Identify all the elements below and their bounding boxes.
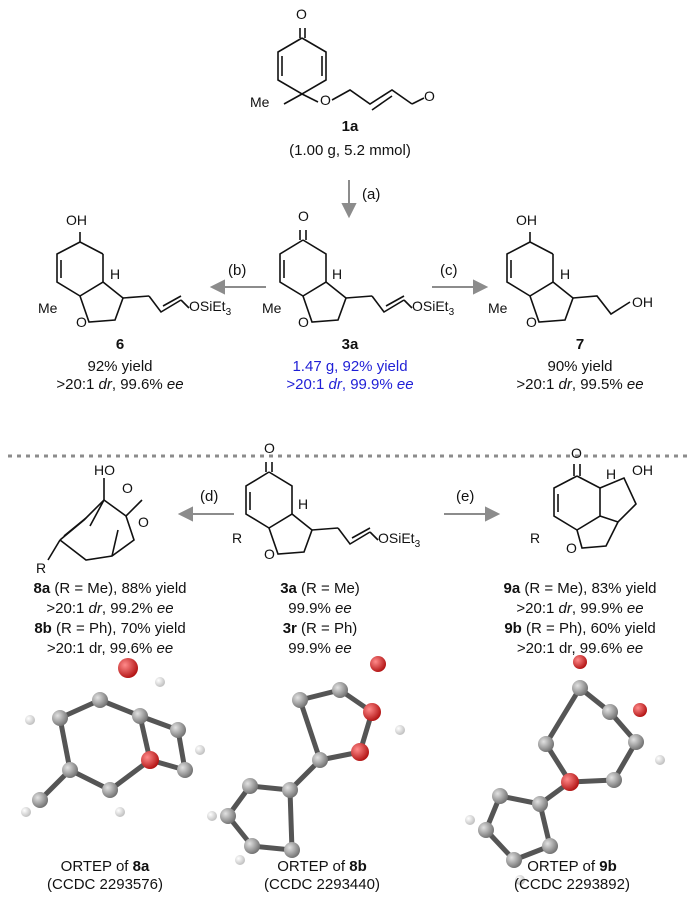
atom-label: O (138, 514, 149, 530)
structure-6 (56, 232, 190, 323)
atom-label: Me (38, 300, 58, 316)
ortep-caption-8a: ORTEP of 8a (60, 858, 150, 875)
compound-9b-selectivity: >20:1 dr, 99.6% ee (516, 640, 644, 657)
atom-label: H (298, 496, 309, 512)
atom-label: HO (94, 462, 115, 478)
ortep-9b-atoms (465, 655, 665, 885)
silyl-group-label: OSiEt3 (189, 298, 232, 318)
atom-label: O (76, 314, 87, 330)
compound-3a-selectivity: >20:1 dr, 99.9% ee (286, 376, 414, 393)
compound-3a-yield: 1.47 g, 92% yield (292, 358, 408, 375)
atom-label: O (320, 92, 331, 108)
atom-label: O (264, 546, 275, 562)
step-e-label: (e) (456, 488, 475, 505)
ortep-ccdc-8b: (CCDC 2293440) (264, 876, 380, 893)
ortep-caption-8b: ORTEP of 8b (277, 858, 367, 875)
atom-label: O (122, 480, 133, 496)
atom-label: O (526, 314, 537, 330)
compound-3a-label: 3a (341, 336, 359, 353)
structure-3a (279, 230, 413, 323)
atom-label: O (566, 540, 577, 556)
compound-3r-ee: 99.9% ee (288, 640, 352, 657)
atom-label: O (296, 6, 307, 22)
atom-label: O (571, 445, 582, 461)
atom-label: Me (262, 300, 282, 316)
step-b-label: (b) (228, 262, 247, 279)
compound-7-label: 7 (575, 336, 585, 353)
structure-1a (277, 28, 425, 111)
structure-7 (506, 232, 631, 323)
ortep-8b-model (225, 687, 375, 853)
atom-label: O (298, 314, 309, 330)
compound-6-label: 6 (115, 336, 125, 353)
compound-9b-yield: 9b (R = Ph), 60% yield (504, 620, 656, 637)
silyl-group-label: OSiEt3 (412, 298, 455, 318)
compound-8b-selectivity: >20:1 dr, 99.6% ee (46, 640, 174, 657)
compound-3r-substituent: 3r (R = Ph) (282, 620, 358, 637)
compound-8a-selectivity: >20:1 dr, 99.2% ee (46, 600, 174, 617)
ortep-8a-atoms (21, 658, 205, 817)
compound-3a-substituent: 3a (R = Me) (280, 580, 360, 597)
compound-7-selectivity: >20:1 dr, 99.5% ee (516, 376, 644, 393)
atom-label: R (36, 560, 47, 576)
atom-label: OH (516, 212, 537, 228)
atom-label: R (530, 530, 541, 546)
atom-label: O (424, 88, 435, 104)
compound-6-selectivity: >20:1 dr, 99.6% ee (56, 376, 184, 393)
compound-8b-yield: 8b (R = Ph), 70% yield (34, 620, 186, 637)
atom-label: OH (632, 294, 653, 310)
ortep-8b-atoms (207, 656, 405, 865)
compound-1a-label: 1a (341, 118, 359, 135)
compound-8a-yield: 8a (R = Me), 88% yield (33, 580, 187, 597)
structure-3-bottom (245, 462, 379, 555)
atom-label: R (232, 530, 243, 546)
atom-label: H (332, 266, 343, 282)
compound-9a-selectivity: >20:1 dr, 99.9% ee (516, 600, 644, 617)
atom-label: OH (66, 212, 87, 228)
atom-label: Me (488, 300, 508, 316)
atom-label: H (560, 266, 571, 282)
compound-7-yield: 90% yield (547, 358, 613, 375)
ortep-ccdc-8a: (CCDC 2293576) (47, 876, 163, 893)
structure-8 (47, 478, 143, 561)
compound-6-yield: 92% yield (87, 358, 153, 375)
atom-label: H (110, 266, 121, 282)
silyl-group-label: OSiEt3 (378, 530, 421, 550)
atom-label: H (606, 466, 617, 482)
atom-label: Me (250, 94, 270, 110)
compound-1a-amount: (1.00 g, 5.2 mmol) (289, 142, 411, 159)
atom-label: O (298, 208, 309, 224)
atom-label: O (264, 440, 275, 456)
structure-9 (553, 464, 637, 549)
step-a-label: (a) (362, 186, 381, 203)
ortep-caption-9b: ORTEP of 9b (527, 858, 617, 875)
ortep-ccdc-9b: (CCDC 2293892) (514, 876, 630, 893)
reaction-arrows (177, 180, 501, 522)
compound-3a-ee: 99.9% ee (288, 600, 352, 617)
step-d-label: (d) (200, 488, 219, 505)
atom-label: OH (632, 462, 653, 478)
step-c-label: (c) (440, 262, 458, 279)
compound-9a-yield: 9a (R = Me), 83% yield (503, 580, 657, 597)
